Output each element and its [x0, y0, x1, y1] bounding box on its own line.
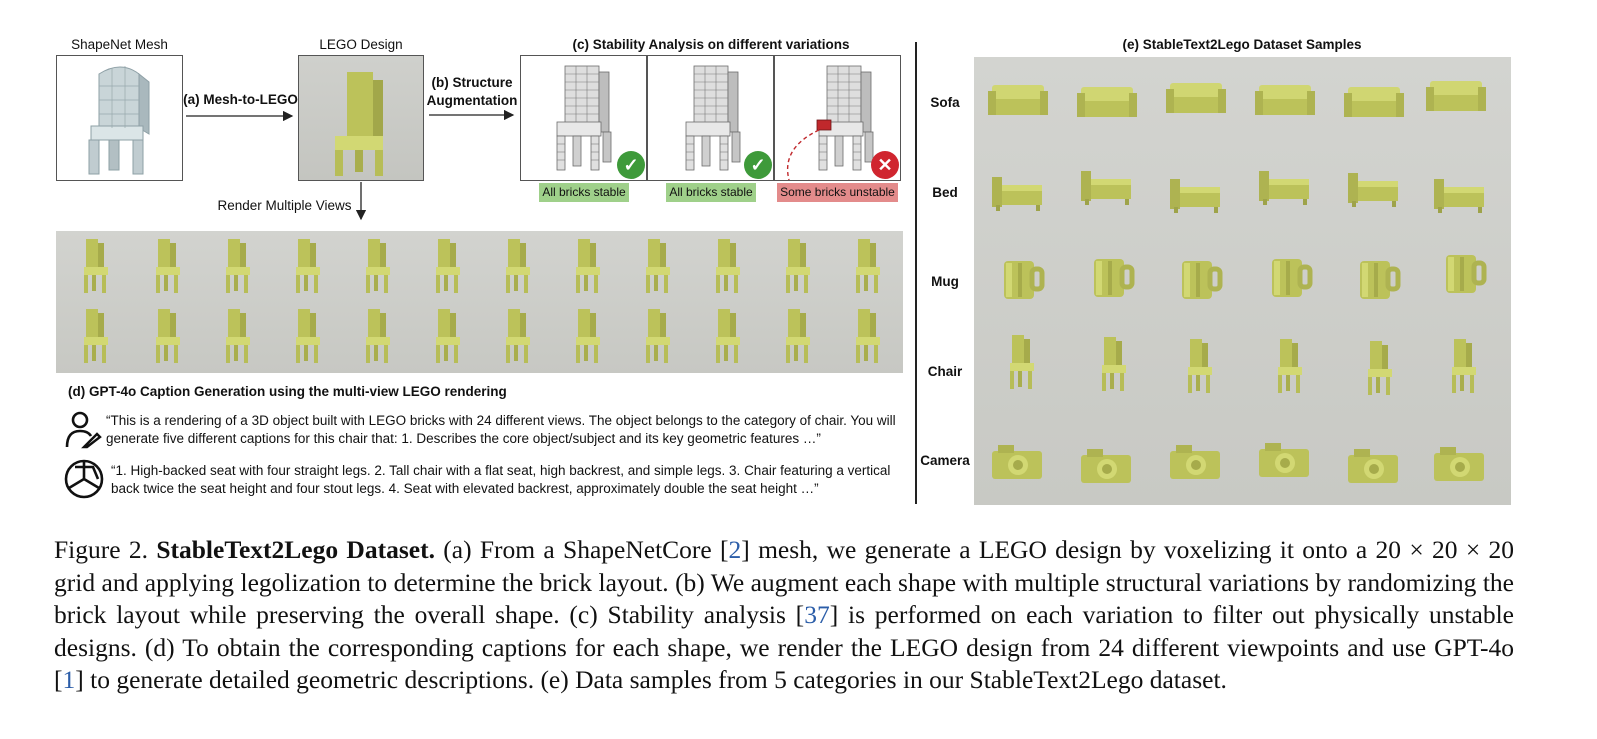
- structure-aug-label-1: (b) Structure: [431, 75, 513, 90]
- shapenet-mesh-label: ShapeNet Mesh: [71, 37, 168, 52]
- row-label-sofa: Sofa: [930, 95, 960, 110]
- citation-link-2[interactable]: 2: [728, 535, 742, 564]
- mesh-to-lego-arrow: [186, 110, 294, 122]
- panel-divider: [915, 42, 917, 504]
- check-icon: ✓: [617, 151, 645, 179]
- grey-chair-unstable-graphic: [787, 65, 874, 180]
- row-label-bed: Bed: [932, 185, 958, 200]
- figure-caption-prefix: Figure 2.: [54, 535, 157, 564]
- status-badge-stable-1: All bricks stable: [539, 183, 629, 202]
- status-badge-stable-2: All bricks stable: [666, 183, 756, 202]
- status-badge-unstable: Some bricks unstable: [777, 183, 898, 202]
- figure-caption-seg4: ] to generate detailed geometric descrip…: [75, 665, 1227, 694]
- dataset-samples-graphic: [988, 81, 1511, 483]
- user-icon: [65, 411, 102, 449]
- figure-caption: Figure 2. StableText2Lego Dataset. (a) F…: [54, 534, 1514, 697]
- caption-prompt-text: “This is a rendering of a 3D object buil…: [106, 413, 896, 446]
- dataset-sample-grid: [974, 57, 1511, 505]
- render-views-label: Render Multiple Views: [217, 198, 352, 213]
- check-icon: ✓: [744, 151, 772, 179]
- row-label-camera: Camera: [920, 453, 970, 468]
- figure-caption-seg1: (a) From a ShapeNetCore [: [434, 535, 729, 564]
- stability-variation-3: [774, 55, 901, 181]
- lego-design-image: [298, 55, 424, 181]
- render-views-arrow: [355, 182, 367, 221]
- caption-gen-title: (d) GPT-4o Caption Generation using the …: [68, 384, 507, 399]
- stability-title: (c) Stability Analysis on different vari…: [572, 37, 850, 52]
- multi-view-chairs: [84, 239, 880, 363]
- lego-chair-graphic: [335, 72, 383, 176]
- row-label-chair: Chair: [927, 364, 963, 379]
- mesh-chair-graphic: [88, 66, 150, 175]
- figure-caption-seg3: ] is performed on each variation to filt…: [54, 600, 1514, 694]
- citation-link-1[interactable]: 1: [62, 665, 76, 694]
- openai-logo-icon: [64, 459, 104, 499]
- structure-aug-arrow: [429, 109, 515, 121]
- mesh-to-lego-label: (a) Mesh-to-LEGO: [183, 92, 298, 107]
- cross-icon: ✕: [871, 151, 899, 179]
- citation-link-37[interactable]: 37: [804, 600, 830, 629]
- figure-caption-title: StableText2Lego Dataset.: [156, 535, 435, 564]
- shapenet-mesh-image: [56, 55, 183, 181]
- row-label-mug: Mug: [931, 274, 959, 289]
- figure-caption-seg2: ] mesh, we generate a LEGO design by vox…: [54, 535, 1515, 629]
- multi-view-strip: [56, 231, 903, 373]
- dataset-title: (e) StableText2Lego Dataset Samples: [1122, 37, 1362, 52]
- lego-design-label: LEGO Design: [319, 37, 403, 52]
- structure-aug-label-2: Augmentation: [426, 93, 518, 108]
- caption-response-text: “1. High-backed seat with four straight …: [111, 463, 891, 496]
